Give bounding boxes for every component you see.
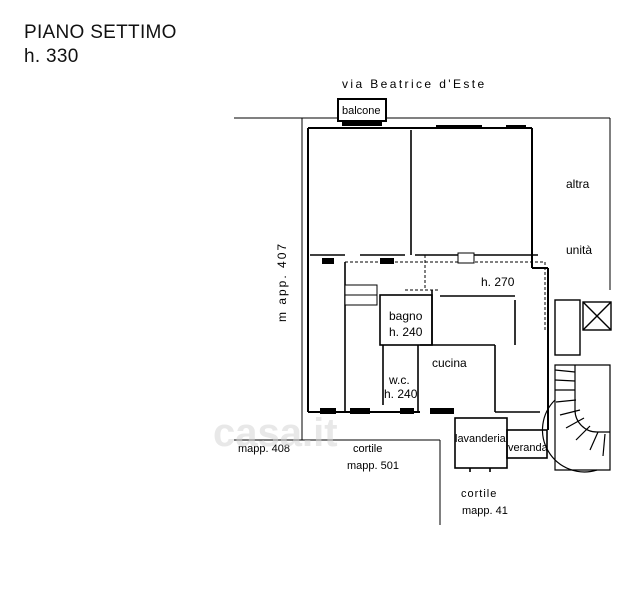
courtyard-2-parcel-label: mapp. 41	[462, 505, 508, 517]
laundry-label: lavanderia	[455, 433, 507, 445]
watermark: casa.it	[213, 411, 338, 455]
fixture-block	[344, 284, 378, 306]
courtyard-1-parcel-label: mapp. 501	[347, 460, 399, 472]
laundry-veranda	[454, 417, 548, 472]
floor-title: PIANO SETTIMO	[24, 22, 177, 43]
bathroom-height-label: h. 240	[389, 325, 423, 339]
boundary-lines	[234, 117, 611, 525]
parcel-407-label: m app. 407	[275, 242, 289, 322]
balcony-label: balcone	[342, 105, 381, 117]
floor-height: h. 330	[24, 46, 79, 67]
kitchen-label: cucina	[432, 356, 467, 370]
street-label: via Beatrice d'Este	[342, 77, 487, 91]
windows-top	[436, 125, 526, 129]
veranda-label: veranda	[508, 442, 549, 454]
dashed-lines	[345, 255, 546, 330]
lift-shaft	[554, 299, 612, 356]
courtyard-1-label: cortile	[353, 443, 382, 455]
wall-openings	[320, 252, 475, 414]
bathroom-label: bagno	[389, 309, 423, 323]
wc-label: w.c.	[388, 373, 410, 387]
other-unit-label-1: altra	[566, 177, 590, 191]
staircase	[541, 364, 611, 473]
courtyard-2-label: cortile	[461, 488, 497, 500]
balcony-door	[342, 120, 382, 126]
corridor-height-label: h. 270	[481, 275, 515, 289]
parcel-408-label: mapp. 408	[238, 443, 290, 455]
wc-height-label: h. 240	[384, 387, 418, 401]
other-unit-label-2: unità	[566, 243, 592, 257]
